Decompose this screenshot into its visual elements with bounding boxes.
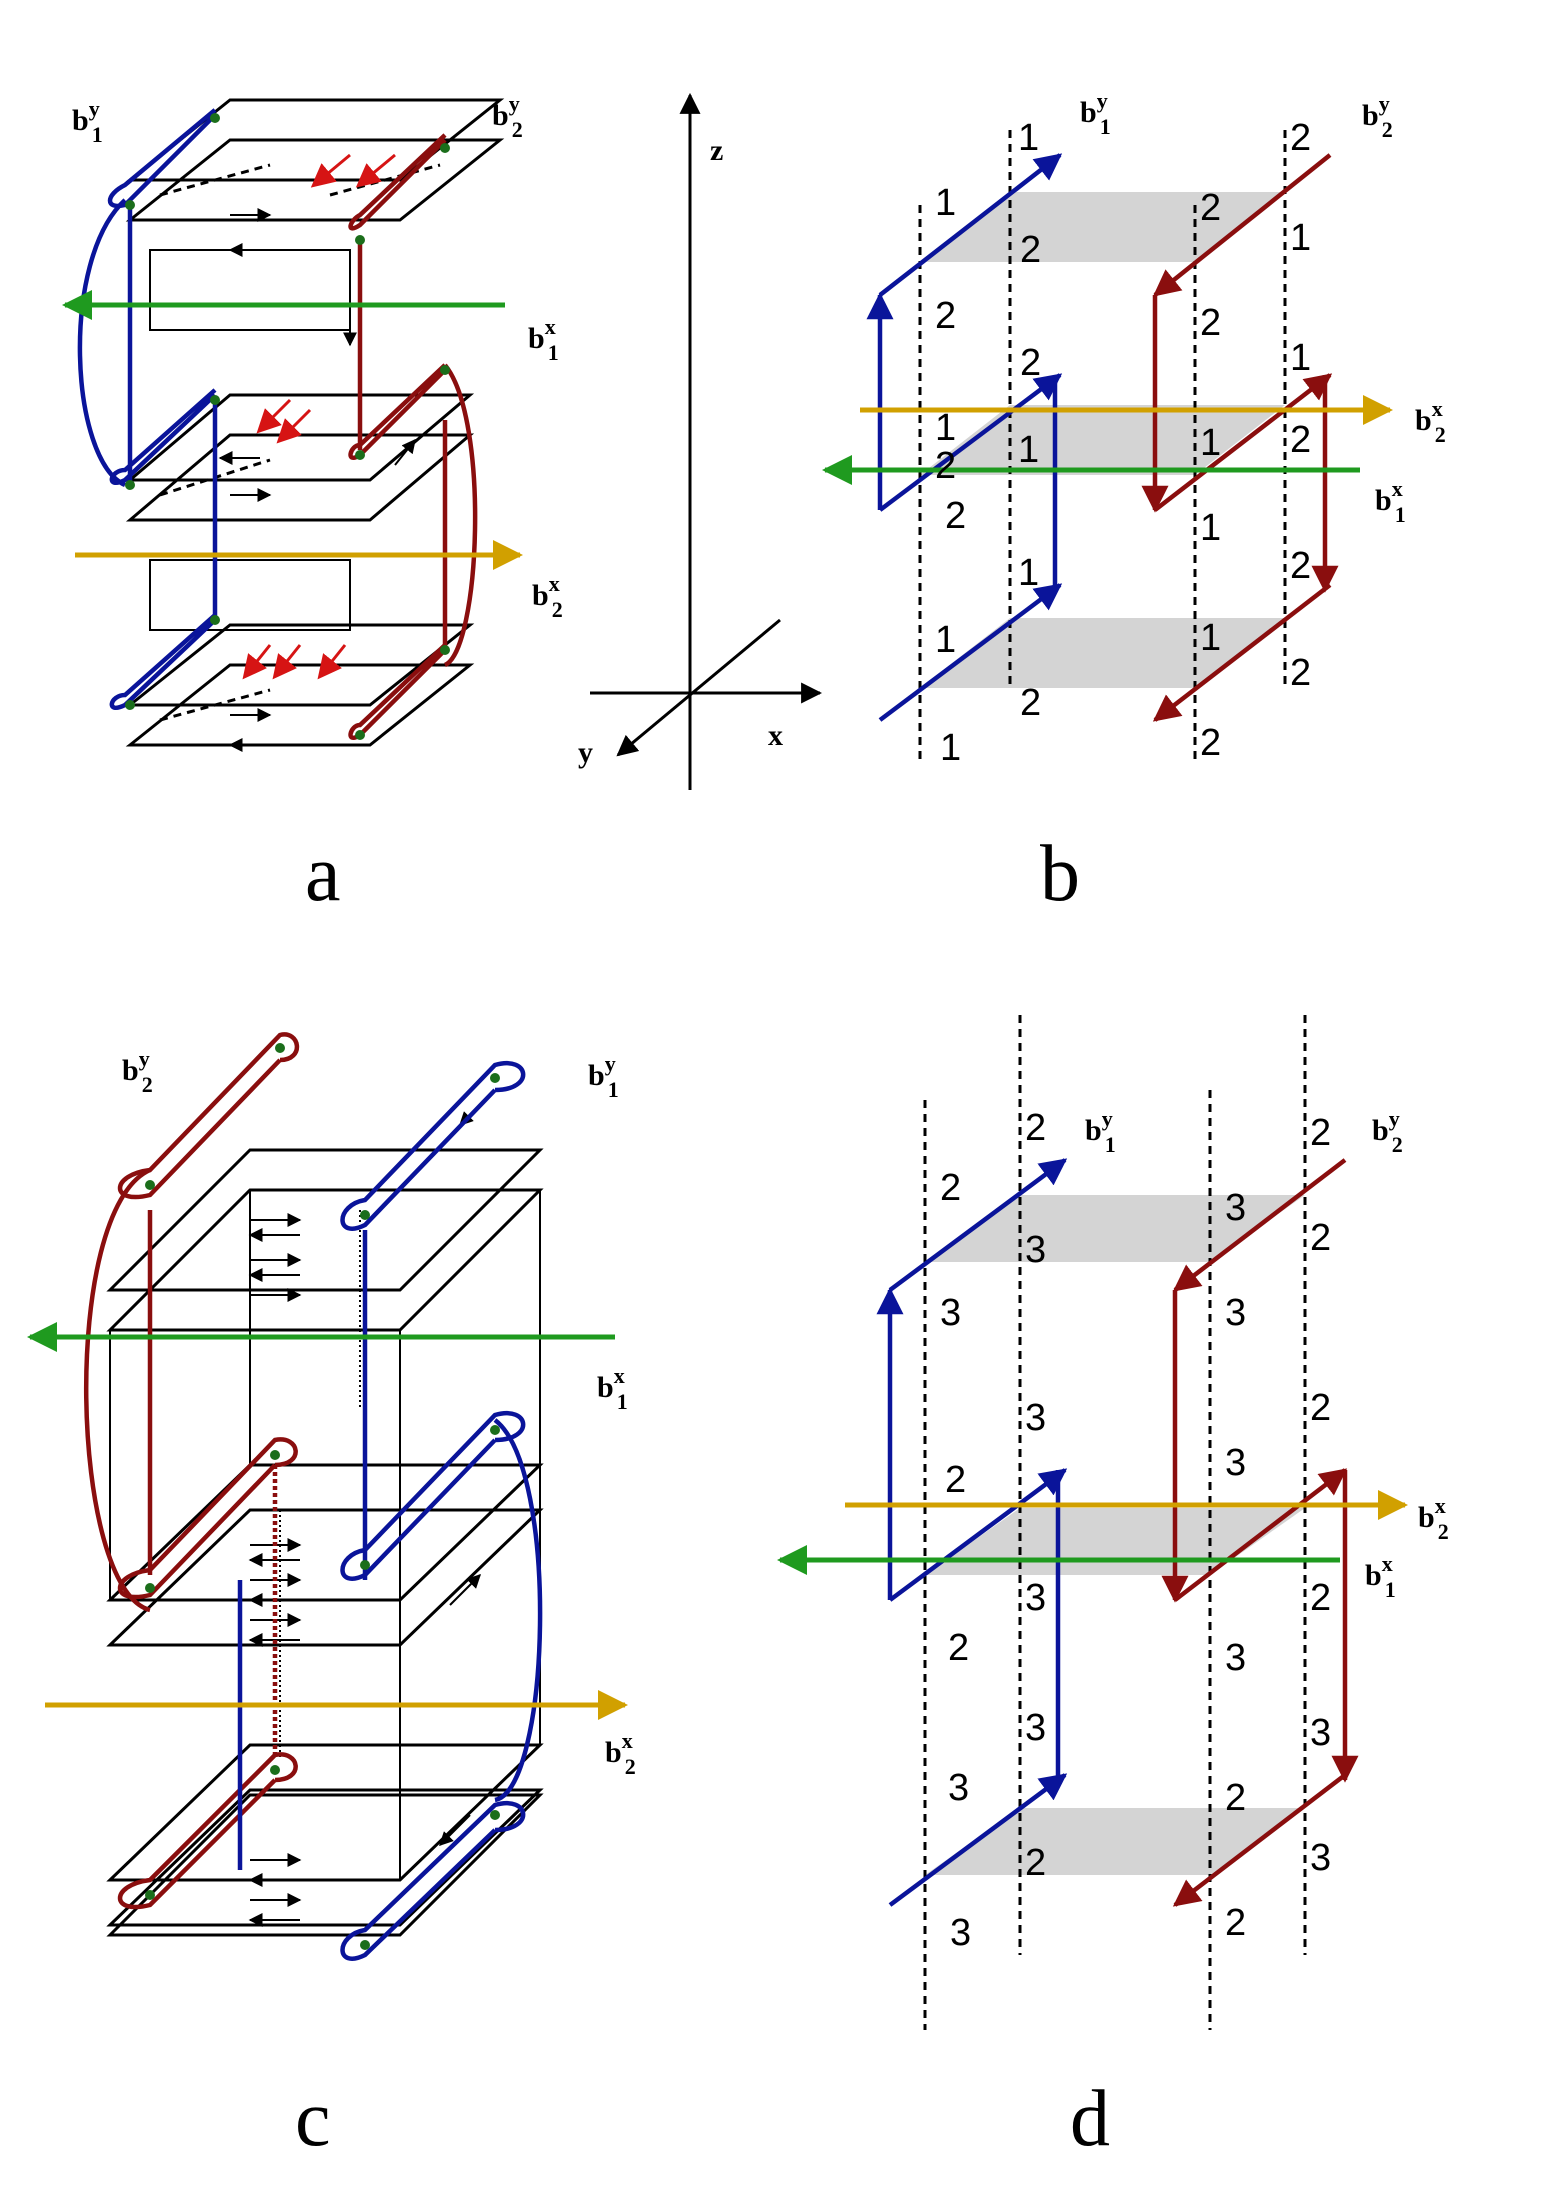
panel-a-blue-loop [77,108,218,710]
sheet-number: 3 [1225,1187,1246,1229]
sheet-number: 3 [950,1912,971,1954]
sheet-number: 1 [1290,337,1311,379]
sheet-number: 2 [945,495,966,537]
sheet-number: 2 [1200,187,1221,229]
sheet-number: 2 [1290,652,1311,694]
sheet-number: 2 [1310,1387,1331,1429]
sheet-number: 3 [1025,1397,1046,1439]
sheet-number: 3 [1025,1229,1046,1271]
sheet-number: 1 [1290,217,1311,259]
sheet-number: 2 [945,1459,966,1501]
sheet-number: 2 [935,445,956,487]
sheet-number: 3 [1025,1577,1046,1619]
sheet-number: 2 [1290,545,1311,587]
axis-z-label: z [710,134,723,167]
sheet-number: 2 [1020,342,1041,384]
panel-d: 2 2 3 3 3 2 3 2 3 3 2 3 2 2 3 3 2 3 2 3 … [777,1015,1449,2163]
panel-c-plates [106,1148,544,1937]
sheet-number: 2 [1025,1842,1046,1884]
sheet-number: 1 [1200,507,1221,549]
sheet-number: 1 [1018,429,1039,471]
panel-c-dots [145,1043,500,1950]
sheet-number: 3 [1225,1637,1246,1679]
panel-a-plates [125,98,505,747]
sheet-number: 2 [1290,117,1311,159]
panel-d-sheet-numbers: 2 2 3 3 3 2 3 2 3 3 2 3 2 2 3 3 2 3 2 3 … [940,1107,1331,1954]
sheet-number: 3 [940,1292,961,1334]
axes: z x y [578,92,823,790]
sheet-number: 2 [1200,722,1221,764]
sheet-number: 2 [1310,1577,1331,1619]
sheet-number: 2 [1020,229,1041,271]
panel-a-caption: a [305,830,341,918]
sheet-number: 2 [1290,419,1311,461]
sheet-number: 1 [935,619,956,661]
sheet-number: 2 [940,1167,961,1209]
sheet-number: 3 [1310,1712,1331,1754]
sheet-number: 2 [1225,1902,1246,1944]
sheet-number: 3 [1225,1442,1246,1484]
panel-a-dots [125,113,450,740]
sheet-number: 2 [1225,1777,1246,1819]
panel-b-sheet-numbers: 1 1 2 2 2 1 2 1 2 1 1 2 1 2 1 2 2 1 1 2 … [935,117,1311,769]
sheet-number: 1 [935,182,956,224]
sheet-number: 3 [948,1767,969,1809]
sheet-number: 1 [1200,422,1221,464]
axis-x-label: x [768,719,783,752]
sheet-number: 2 [1310,1217,1331,1259]
sheet-number: 1 [1018,552,1039,594]
panel-d-caption: d [1070,2075,1110,2163]
sheet-number: 1 [1018,117,1039,159]
sheet-number: 2 [935,295,956,337]
sheet-number: 2 [948,1627,969,1669]
sheet-number: 3 [1025,1707,1046,1749]
sheet-number: 2 [1310,1112,1331,1154]
sheet-number: 2 [1025,1107,1046,1149]
sheet-number: 1 [1200,617,1221,659]
panel-c-red-loop [84,1032,300,1910]
sheet-number: 1 [935,407,956,449]
sheet-number: 2 [1200,302,1221,344]
panel-b: 1 1 2 2 2 1 2 1 2 1 1 2 1 2 1 2 2 1 1 2 … [822,88,1446,918]
panel-b-caption: b [1040,830,1080,918]
panel-c-caption: c [295,2075,331,2163]
sheet-number: 3 [1310,1837,1331,1879]
sheet-number: 2 [1020,682,1041,724]
panel-a-red-arrows [242,153,396,680]
panel-c-blue-loop [237,1061,543,1961]
sheet-number: 1 [940,727,961,769]
axis-y-label: y [578,736,593,769]
sheet-number: 3 [1225,1292,1246,1334]
